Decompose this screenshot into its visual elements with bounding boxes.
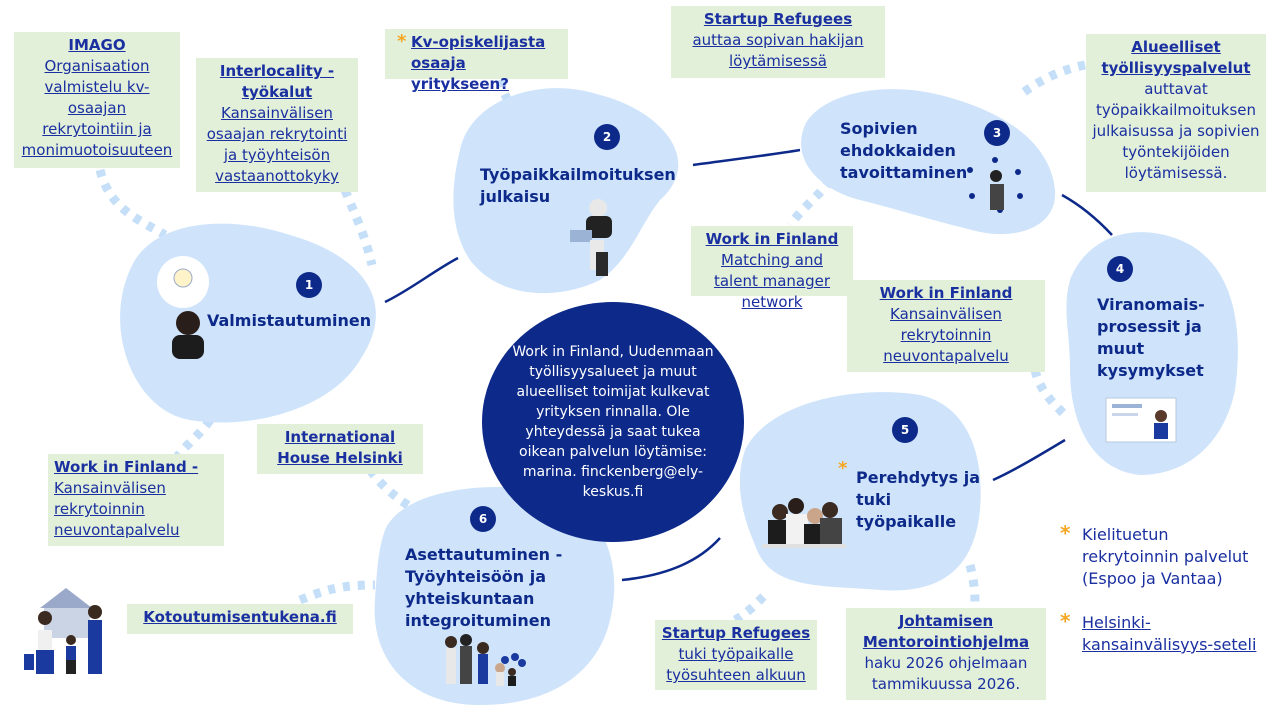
kv-star-icon: *: [397, 31, 407, 52]
service-kv-opiskelija[interactable]: * Kv-opiskelijasta osaaja yritykseen?: [385, 29, 568, 93]
step-number-1: 1: [296, 272, 322, 298]
legend-text-1: Kielituetun rekrytoinnin palvelut (Espoo…: [1082, 525, 1249, 588]
step-label-2: Työpaikkailmoituksen julkaisu: [480, 164, 676, 208]
blob-6: [374, 486, 615, 705]
service-alueelliset[interactable]: Alueelliset työllisyyspalvelut auttavat …: [1086, 34, 1266, 192]
service-wif-left-body[interactable]: Kansainvälisen rekrytoinnin neuvontapalv…: [54, 479, 180, 539]
service-kotoutuminen[interactable]: Kotoutumisentukena.fi: [127, 604, 353, 634]
service-wif-neuvonta[interactable]: Work in Finland Kansainvälisen rekrytoin…: [847, 280, 1045, 372]
service-international-house[interactable]: International House Helsinki: [257, 424, 423, 474]
step-label-2-line2: julkaisu: [480, 187, 551, 206]
step-label-5-line3: työpaikalle: [856, 512, 957, 531]
step-number-3: 3: [984, 120, 1010, 146]
step-label-4: Viranomais- prosessit ja muut kysymykset: [1097, 294, 1205, 382]
step-label-5: Perehdytys ja tuki työpaikalle: [856, 467, 980, 533]
person-icon-step2: [570, 199, 612, 276]
service-alueelliset-body: auttavat työpaikkailmoituksen julkaisuss…: [1092, 80, 1260, 182]
step-label-1: Valmistautuminen: [207, 311, 372, 330]
step-label-4-line1: Viranomais-: [1097, 295, 1205, 314]
service-interlocality[interactable]: Interlocality - työkalut Kansainvälisen …: [196, 58, 358, 192]
service-kotoutuminen-title[interactable]: Kotoutumisentukena.fi: [143, 608, 337, 626]
center-contact-circle: Work in Finland, Uudenmaan työllisyysalu…: [482, 302, 744, 542]
service-interlocality-body[interactable]: Kansainvälisen osaajan rekrytointi ja ty…: [206, 104, 348, 185]
service-wif-left-title[interactable]: Work in Finland -: [54, 458, 199, 476]
step-number-4: 4: [1107, 256, 1133, 282]
step-label-3-line3: tavoittaminen: [840, 163, 968, 182]
center-contact-text: Work in Finland, Uudenmaan työllisyysalu…: [512, 344, 714, 500]
legend-text-2[interactable]: Helsinki-kansainvälisyys-seteli: [1082, 613, 1257, 654]
step5-star-icon: *: [838, 458, 848, 479]
step-number-6: 6: [470, 506, 496, 532]
screen-icon-step4: [1105, 397, 1177, 443]
service-imago-title[interactable]: IMAGO: [68, 36, 126, 54]
service-startup1-body[interactable]: auttaa sopivan hakijan löytämisessä: [692, 31, 864, 70]
person-icon-step1: [157, 256, 209, 359]
step-label-2-line1: Työpaikkailmoituksen: [480, 165, 676, 184]
step-label-3-line1: Sopivien: [840, 119, 918, 138]
step-label-6: Asettautuminen - Työyhteisöön ja yhteisk…: [405, 544, 562, 632]
legend-item-kielituettu: * Kielituetun rekrytoinnin palvelut (Esp…: [1060, 521, 1260, 590]
step-label-6-line2: Työyhteisöön ja: [405, 567, 546, 586]
step-label-3-line2: ehdokkaiden: [840, 141, 956, 160]
step-blobs: [120, 88, 1238, 705]
legend-star-icon-2: *: [1060, 609, 1071, 633]
service-wif-matching[interactable]: Work in Finland Matching and talent mana…: [691, 226, 853, 311]
family-icon-step6: [445, 634, 526, 686]
service-interlocality-title[interactable]: Interlocality - työkalut: [219, 62, 335, 101]
network-icon-step3: [967, 157, 1023, 213]
service-wif-neuvonta-title[interactable]: Work in Finland: [879, 284, 1013, 302]
family-house-illustration: [24, 588, 102, 674]
service-imago-body[interactable]: Organisaation valmistelu kv-osaajan rekr…: [21, 57, 173, 159]
service-kv-title[interactable]: Kv-opiskelijasta osaaja yritykseen?: [411, 33, 546, 93]
team-icon-step5: [762, 498, 846, 548]
service-ihh-title[interactable]: International House Helsinki: [277, 428, 403, 467]
step-label-6-line3: yhteiskuntaan: [405, 589, 535, 608]
step-number-5: 5: [892, 417, 918, 443]
service-wif-left[interactable]: Work in Finland - Kansainvälisen rekryto…: [48, 454, 224, 546]
step-label-6-line1: Asettautuminen -: [405, 545, 563, 564]
legend-item-helsinki-seteli[interactable]: * Helsinki-kansainvälisyys-seteli: [1060, 609, 1270, 656]
service-startup-refugees-2[interactable]: Startup Refugees tuki työpaikalle työsuh…: [655, 620, 817, 690]
service-johtamisen-body: haku 2026 ohjelmaan tammikuussa 2026.: [864, 654, 1028, 693]
legend-star-icon-1: *: [1060, 521, 1071, 545]
step-label-4-line3: muut: [1097, 339, 1145, 358]
service-startup2-title[interactable]: Startup Refugees: [661, 624, 811, 642]
service-wif-matching-title[interactable]: Work in Finland: [705, 230, 839, 248]
step-number-2: 2: [594, 124, 620, 150]
step-label-4-line2: prosessit ja: [1097, 317, 1202, 336]
step-label-6-line4: integroituminen: [405, 611, 552, 630]
service-wif-neuvonta-body[interactable]: Kansainvälisen rekrytoinnin neuvontapalv…: [883, 305, 1009, 365]
step-label-3: Sopivien ehdokkaiden tavoittaminen: [840, 118, 967, 184]
step-label-4-line4: kysymykset: [1097, 361, 1204, 380]
service-startup2-body[interactable]: tuki työpaikalle työsuhteen alkuun: [666, 645, 806, 684]
service-wif-matching-body[interactable]: Matching and talent manager network: [713, 251, 831, 311]
service-johtamisen-title[interactable]: Johtamisen Mentorointiohjelma: [862, 612, 1030, 651]
blob-2: [453, 88, 679, 294]
service-johtamisen[interactable]: Johtamisen Mentorointiohjelma haku 2026 …: [846, 608, 1046, 700]
service-startup-refugees-1[interactable]: Startup Refugees auttaa sopivan hakijan …: [671, 6, 885, 78]
flow-connectors: [384, 148, 1113, 582]
step-label-5-line2: tuki: [856, 490, 892, 509]
service-imago[interactable]: IMAGO Organisaation valmistelu kv-osaaja…: [14, 32, 180, 168]
service-alueelliset-title[interactable]: Alueelliset työllisyyspalvelut: [1101, 38, 1251, 77]
step-label-5-line1: Perehdytys ja: [856, 468, 981, 487]
service-startup1-title[interactable]: Startup Refugees: [703, 10, 853, 28]
